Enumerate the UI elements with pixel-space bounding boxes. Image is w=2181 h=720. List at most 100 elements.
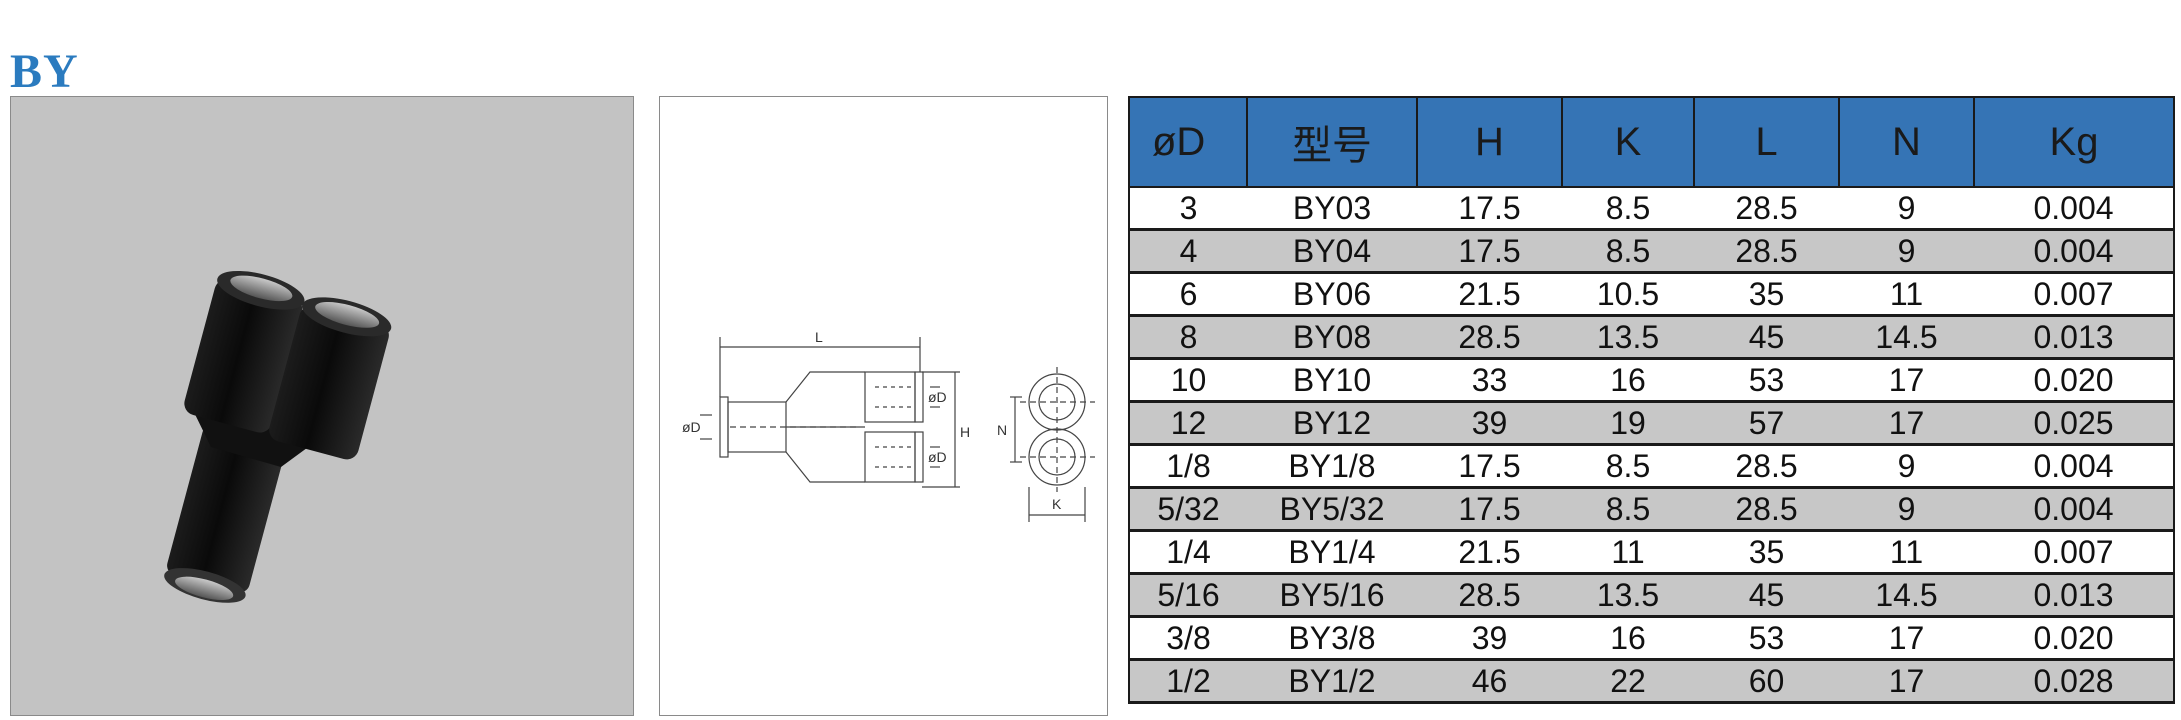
cell-k: 10.5	[1562, 272, 1694, 317]
col-header-h: H	[1416, 96, 1563, 188]
cell-diameter: 12	[1128, 401, 1247, 446]
cell-k: 13.5	[1562, 315, 1694, 360]
cell-k: 19	[1562, 401, 1694, 446]
col-header-k: K	[1561, 96, 1695, 188]
cell-h: 21.5	[1417, 272, 1562, 317]
cell-l: 35	[1694, 530, 1839, 575]
cell-n: 14.5	[1839, 315, 1974, 360]
cell-diameter: 3/8	[1128, 616, 1247, 661]
cell-kg: 0.028	[1974, 659, 2175, 704]
technical-drawing: L H N K øD øD øD	[659, 96, 1108, 716]
cell-n: 9	[1839, 229, 1974, 274]
cell-l: 35	[1694, 272, 1839, 317]
cell-n: 17	[1839, 401, 1974, 446]
cell-k: 22	[1562, 659, 1694, 704]
dimension-drawing: L H N K øD øD øD	[682, 329, 1095, 522]
cell-h: 39	[1417, 616, 1562, 661]
cell-l: 45	[1694, 315, 1839, 360]
cell-h: 17.5	[1417, 487, 1562, 532]
cell-diameter: 10	[1128, 358, 1247, 403]
cell-model: BY1/2	[1247, 659, 1417, 704]
cell-n: 9	[1839, 187, 1974, 231]
cell-k: 11	[1562, 530, 1694, 575]
cell-n: 11	[1839, 530, 1974, 575]
cell-l: 53	[1694, 616, 1839, 661]
cell-n: 9	[1839, 487, 1974, 532]
cell-model: BY08	[1247, 315, 1417, 360]
label-D-upper: øD	[928, 389, 947, 405]
cell-kg: 0.007	[1974, 272, 2175, 317]
cell-n: 17	[1839, 358, 1974, 403]
cell-diameter: 8	[1128, 315, 1247, 360]
cell-h: 21.5	[1417, 530, 1562, 575]
label-N: N	[997, 422, 1007, 438]
cell-model: BY03	[1247, 187, 1417, 231]
cell-model: BY04	[1247, 229, 1417, 274]
y-fitting-image	[164, 270, 392, 603]
cell-l: 57	[1694, 401, 1839, 446]
cell-model: BY1/8	[1247, 444, 1417, 489]
cell-k: 13.5	[1562, 573, 1694, 618]
cell-kg: 0.020	[1974, 358, 2175, 403]
label-D-lower: øD	[928, 449, 947, 465]
cell-h: 17.5	[1417, 229, 1562, 274]
table-header-row: øD 型号 H K L N Kg	[1128, 96, 2175, 188]
col-header-diameter: øD	[1128, 96, 1248, 188]
cell-diameter: 6	[1128, 272, 1247, 317]
label-L: L	[815, 329, 823, 345]
cell-kg: 0.004	[1974, 444, 2175, 489]
cell-h: 17.5	[1417, 444, 1562, 489]
cell-h: 39	[1417, 401, 1562, 446]
page-title: BY	[10, 45, 79, 98]
cell-l: 28.5	[1694, 487, 1839, 532]
cell-k: 16	[1562, 358, 1694, 403]
cell-diameter: 3	[1128, 187, 1247, 231]
label-H: H	[960, 424, 970, 440]
cell-k: 8.5	[1562, 487, 1694, 532]
cell-h: 46	[1417, 659, 1562, 704]
cell-kg: 0.004	[1974, 229, 2175, 274]
cell-l: 60	[1694, 659, 1839, 704]
cell-n: 11	[1839, 272, 1974, 317]
col-header-model: 型号	[1246, 96, 1418, 188]
cell-kg: 0.013	[1974, 573, 2175, 618]
cell-k: 8.5	[1562, 187, 1694, 231]
cell-kg: 0.004	[1974, 187, 2175, 231]
cell-l: 28.5	[1694, 444, 1839, 489]
cell-diameter: 4	[1128, 229, 1247, 274]
cell-l: 45	[1694, 573, 1839, 618]
cell-l: 28.5	[1694, 187, 1839, 231]
cell-h: 33	[1417, 358, 1562, 403]
cell-kg: 0.004	[1974, 487, 2175, 532]
cell-kg: 0.007	[1974, 530, 2175, 575]
cell-model: BY06	[1247, 272, 1417, 317]
cell-diameter: 5/32	[1128, 487, 1247, 532]
col-header-n: N	[1838, 96, 1975, 188]
cell-model: BY3/8	[1247, 616, 1417, 661]
cell-diameter: 1/8	[1128, 444, 1247, 489]
cell-k: 8.5	[1562, 229, 1694, 274]
cell-h: 28.5	[1417, 315, 1562, 360]
label-D-left: øD	[682, 419, 701, 435]
label-K: K	[1052, 496, 1062, 512]
cell-l: 28.5	[1694, 229, 1839, 274]
cell-diameter: 1/4	[1128, 530, 1247, 575]
col-header-kg: Kg	[1973, 96, 2175, 188]
cell-model: BY5/16	[1247, 573, 1417, 618]
cell-model: BY12	[1247, 401, 1417, 446]
cell-n: 9	[1839, 444, 1974, 489]
cell-n: 17	[1839, 659, 1974, 704]
cell-n: 14.5	[1839, 573, 1974, 618]
cell-kg: 0.025	[1974, 401, 2175, 446]
